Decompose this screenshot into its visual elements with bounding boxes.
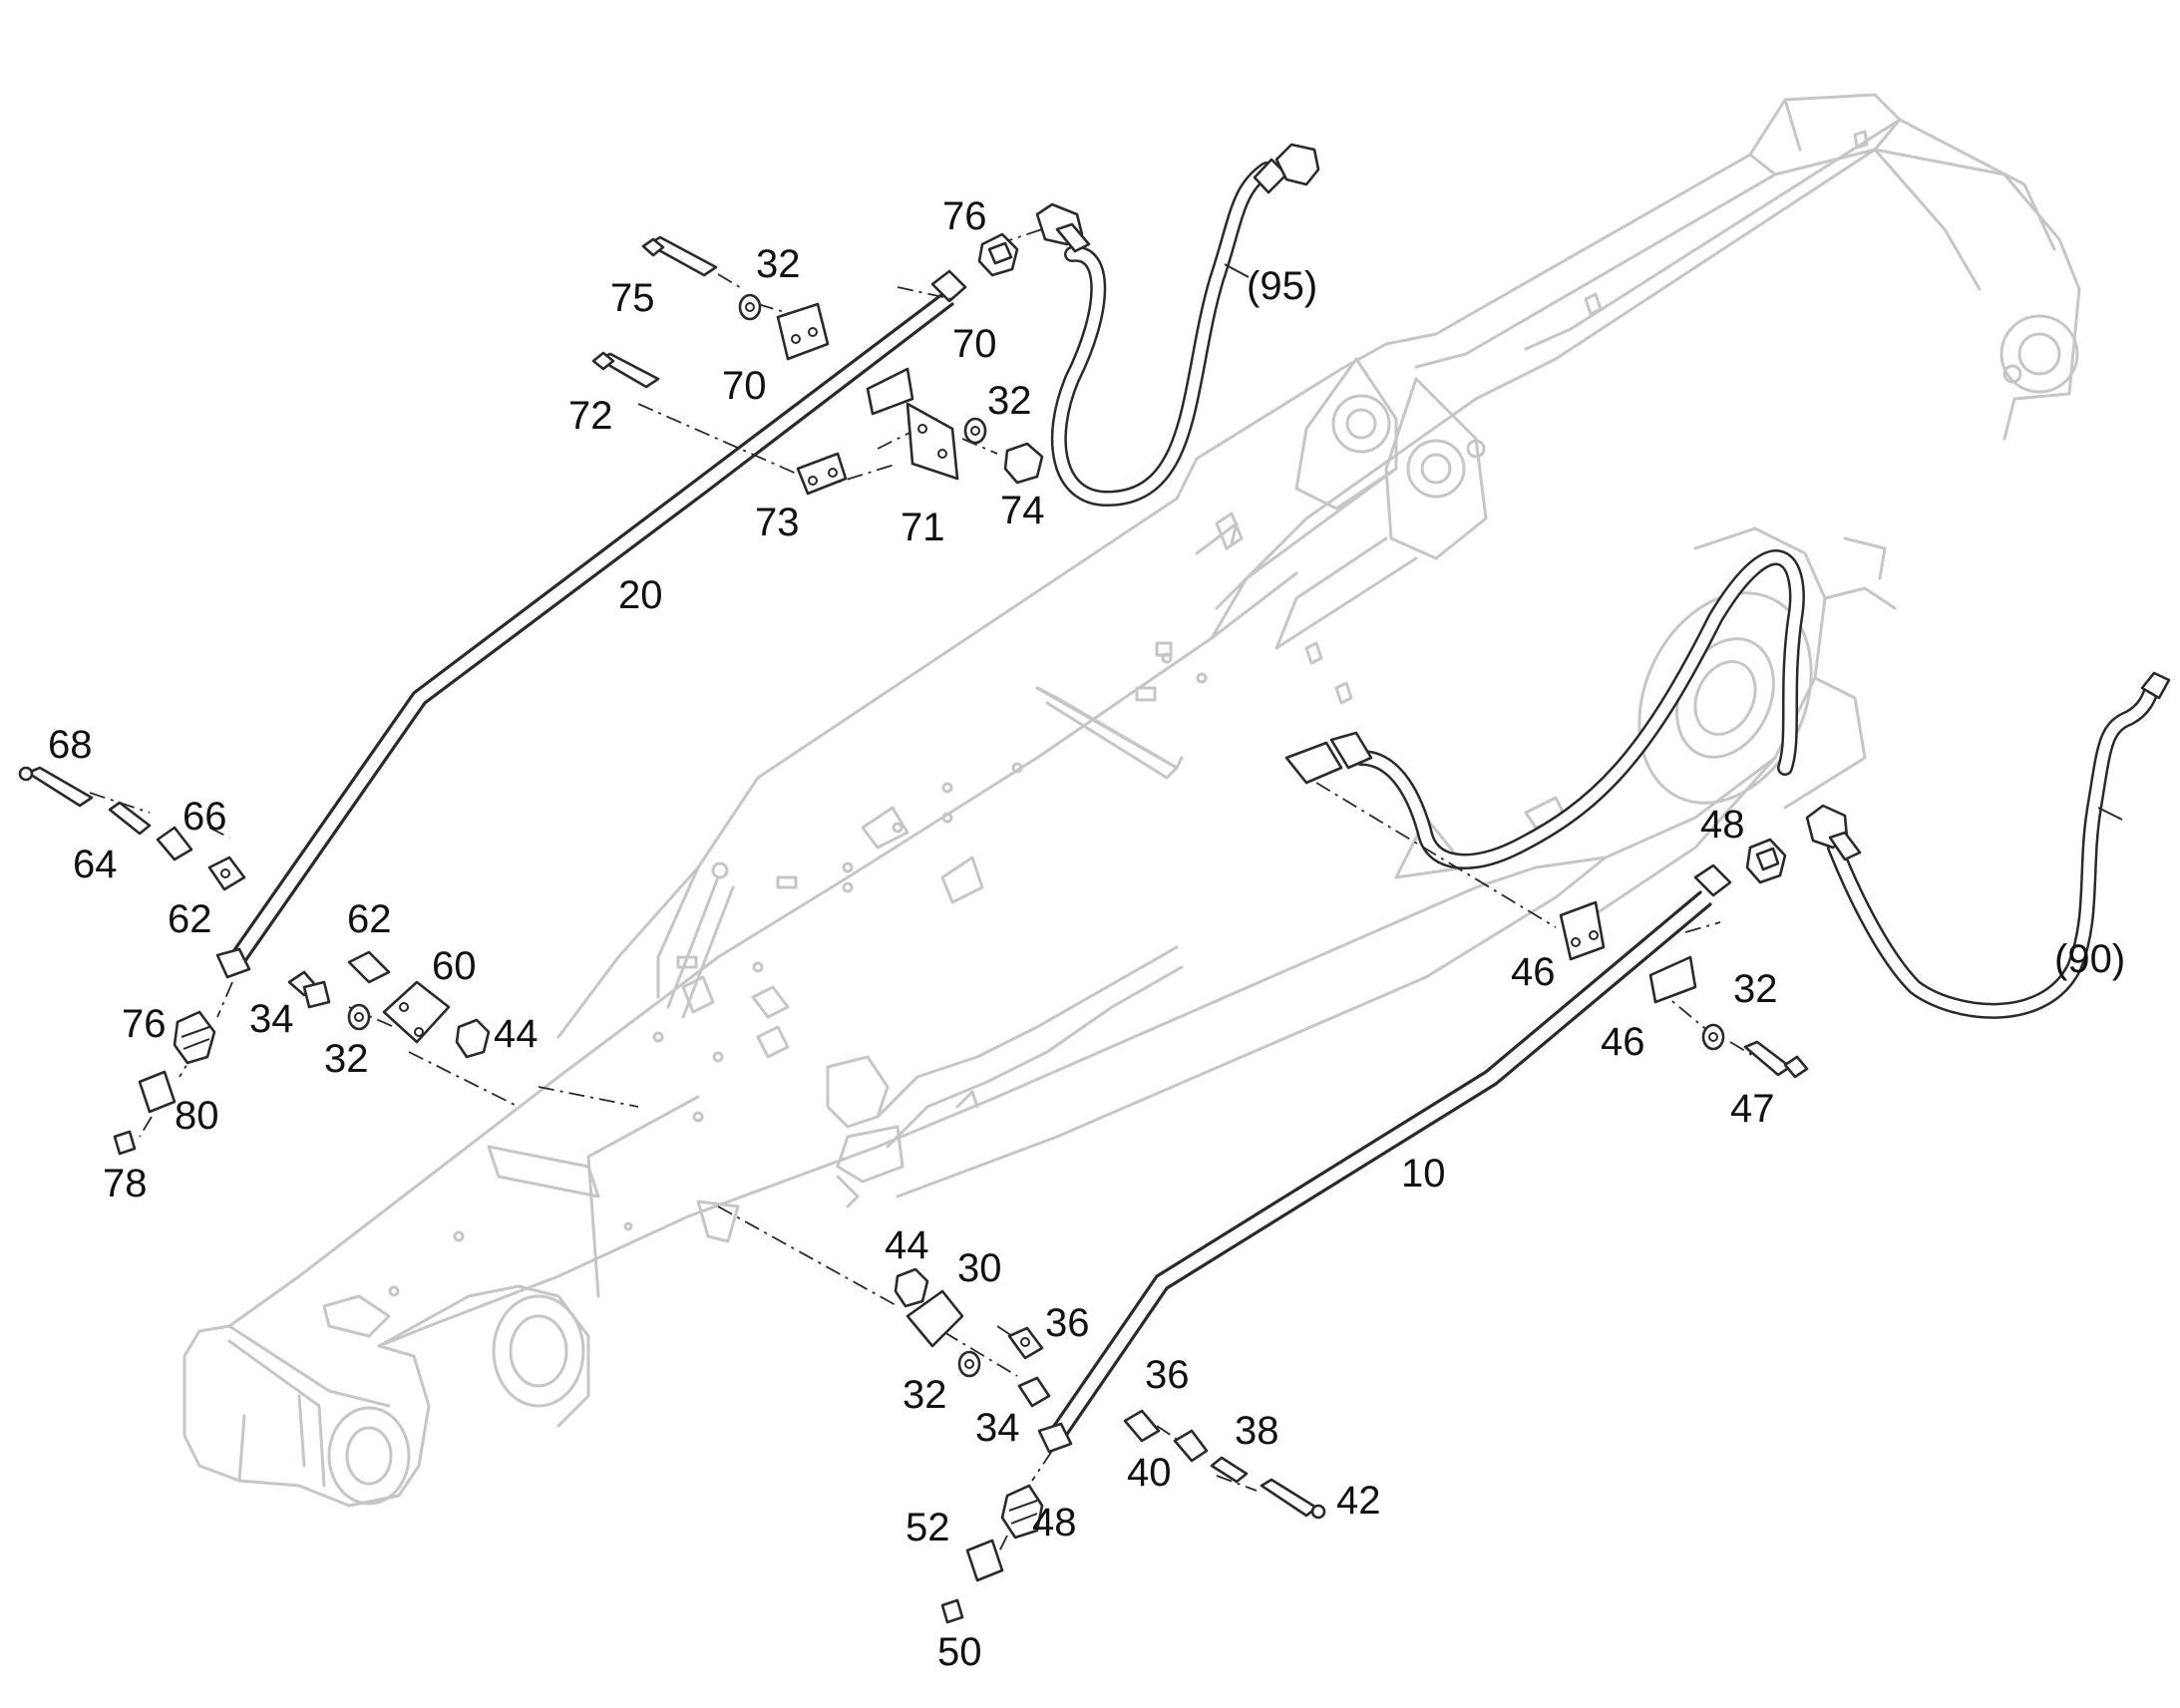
assembly-lines <box>89 228 1756 1576</box>
hardware-parts <box>18 232 1809 1624</box>
callout-32-left: 32 <box>324 1037 369 1081</box>
callout-73: 73 <box>755 501 800 544</box>
callout-70-b: 70 <box>722 364 767 408</box>
callout-30: 30 <box>957 1246 1002 1290</box>
callout-95: (95) <box>1247 264 1317 308</box>
callout-46-a: 46 <box>1511 950 1556 994</box>
callout-52: 52 <box>906 1506 950 1549</box>
callout-62-b: 62 <box>347 897 392 941</box>
callout-74: 74 <box>1000 489 1045 532</box>
callout-42: 42 <box>1336 1479 1381 1523</box>
pipe-20 <box>215 269 967 979</box>
callout-labels: (95) 76 32 75 70 70 72 32 74 73 71 20 68… <box>48 194 2125 1674</box>
callout-60: 60 <box>432 944 477 988</box>
callout-38: 38 <box>1235 1409 1279 1453</box>
callout-36-b: 36 <box>1145 1353 1190 1397</box>
callout-64: 64 <box>73 843 118 886</box>
hose-95 <box>1035 143 1320 507</box>
callout-75: 75 <box>610 276 655 320</box>
callout-48-right: 48 <box>1700 803 1745 847</box>
pipe-10 <box>1037 863 1732 1454</box>
callout-48-low: 48 <box>1032 1501 1077 1544</box>
callout-72: 72 <box>568 394 613 438</box>
callout-44-b: 44 <box>885 1223 929 1267</box>
callout-78: 78 <box>103 1162 148 1205</box>
boom-structure <box>182 93 2081 1508</box>
callout-32-mid: 32 <box>987 379 1032 423</box>
callout-50: 50 <box>937 1630 982 1674</box>
callout-70-a: 70 <box>952 322 997 366</box>
callout-36-a: 36 <box>1045 1301 1090 1345</box>
callout-47: 47 <box>1730 1087 1775 1131</box>
callout-32-right: 32 <box>1733 967 1778 1011</box>
callout-32-top: 32 <box>756 242 801 286</box>
callout-80: 80 <box>175 1094 219 1138</box>
callout-10: 10 <box>1401 1152 1446 1196</box>
callout-32-low: 32 <box>903 1373 947 1417</box>
hose-90 <box>1805 671 2171 1019</box>
callout-62-a: 62 <box>168 897 212 941</box>
callout-68: 68 <box>48 723 93 767</box>
callout-76-top: 76 <box>942 194 987 238</box>
callout-90: (90) <box>2054 937 2125 981</box>
callout-44-a: 44 <box>494 1012 539 1056</box>
callout-34-b: 34 <box>975 1406 1020 1450</box>
callout-71: 71 <box>901 506 945 549</box>
callout-20: 20 <box>618 573 663 617</box>
callout-66: 66 <box>182 795 227 839</box>
callout-34-a: 34 <box>249 997 294 1041</box>
callout-76-left: 76 <box>122 1002 167 1046</box>
callout-40: 40 <box>1127 1451 1172 1495</box>
callout-46-b: 46 <box>1601 1020 1645 1064</box>
boom-hose <box>1284 549 1805 869</box>
